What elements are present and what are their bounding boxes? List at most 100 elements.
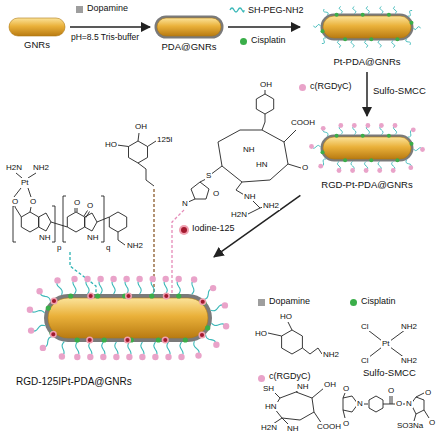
gold-nanorod bbox=[323, 137, 411, 159]
legend-text: Dopamine bbox=[268, 296, 311, 306]
atom-label: SO3Na bbox=[396, 421, 424, 430]
atom-label: Pt bbox=[20, 178, 30, 187]
atom-label: q bbox=[105, 243, 111, 252]
cisplatin-dot bbox=[387, 13, 391, 17]
atom-label: NH2 bbox=[32, 163, 50, 172]
peg-chain bbox=[393, 7, 396, 14]
atom-label: S bbox=[205, 171, 212, 180]
rgd-dot bbox=[84, 276, 90, 282]
rgd-dot bbox=[210, 285, 216, 291]
atom-label: O bbox=[387, 386, 395, 395]
gold-nanorod bbox=[157, 18, 221, 36]
iodine-dot bbox=[163, 337, 169, 343]
rgd-dot bbox=[379, 123, 384, 128]
reaction-arrow bbox=[228, 26, 300, 28]
iodine-dot bbox=[125, 337, 131, 343]
rgd-dot bbox=[152, 354, 158, 360]
atom-label: OH bbox=[134, 122, 148, 131]
nanorod-node: RGD-Pt-PDA@GNRs bbox=[302, 118, 432, 198]
legend-swatch bbox=[258, 299, 265, 306]
rgd-dot bbox=[110, 276, 116, 282]
rgd-dot bbox=[97, 276, 103, 282]
rgd-dot bbox=[222, 302, 228, 308]
iodine-dot bbox=[200, 299, 206, 305]
atom-label: O bbox=[428, 418, 436, 427]
atom-label: COOH bbox=[290, 118, 316, 127]
rgd-dot bbox=[338, 123, 343, 128]
cisplatin-dot bbox=[149, 293, 154, 298]
rgd-dot bbox=[364, 168, 369, 173]
dopamine-structure bbox=[268, 322, 322, 354]
rgd-dot bbox=[195, 352, 201, 358]
nanorod-node: RGD-125IPt-PDA@GNRs bbox=[10, 258, 250, 398]
atom-label: NH bbox=[38, 233, 52, 242]
legend-text: Dopamine bbox=[86, 3, 129, 13]
rgd-dot bbox=[87, 354, 93, 360]
cisplatin-dot bbox=[102, 337, 107, 342]
cisplatin-dot bbox=[183, 337, 188, 342]
nanorod-node: Pt-PDA@GNRs bbox=[302, 2, 432, 70]
atom-label: HO bbox=[254, 329, 268, 338]
nanorod-node: GNRs bbox=[6, 14, 68, 58]
peg-chain bbox=[339, 7, 342, 14]
peg-chain bbox=[365, 41, 368, 48]
cisplatin-dot bbox=[369, 37, 373, 41]
rgd-dot bbox=[318, 164, 323, 169]
rgd-dot bbox=[350, 168, 355, 173]
atom-label: COOH bbox=[316, 422, 342, 431]
legend-text: Iodine-125 bbox=[191, 223, 236, 233]
atom-label: O bbox=[342, 384, 350, 393]
rgd-dot bbox=[408, 165, 413, 170]
legend-text: Cisplatin bbox=[360, 296, 397, 306]
atom-label: O bbox=[73, 198, 81, 207]
rgd-dot bbox=[71, 276, 77, 282]
atom-label: O bbox=[342, 419, 350, 428]
cisplatin-dot bbox=[176, 293, 181, 298]
arrow-label: Sulfo-SMCC bbox=[372, 86, 427, 97]
peg-chain bbox=[366, 7, 369, 14]
peg-chain bbox=[353, 7, 356, 14]
atom-label: SH bbox=[262, 384, 275, 393]
cisplatin-dot bbox=[95, 293, 100, 298]
node-label: PDA@GNRs bbox=[161, 42, 216, 52]
rgd-dot bbox=[223, 323, 229, 329]
atom-label: N bbox=[181, 199, 189, 208]
cisplatin-dot bbox=[361, 134, 365, 138]
atom-label: O bbox=[395, 399, 403, 408]
node-label: RGD-125IPt-PDA@GNRs bbox=[16, 376, 132, 387]
rgd-dot bbox=[100, 354, 106, 360]
peg-chain-sample bbox=[230, 8, 244, 12]
atom-label: NH2 bbox=[262, 201, 280, 210]
peg-chain bbox=[314, 24, 321, 27]
atom-label: NH2 bbox=[126, 241, 144, 250]
reaction-arrow bbox=[70, 26, 150, 28]
rgd-dot bbox=[36, 288, 42, 294]
atom-label: HO bbox=[104, 140, 118, 149]
rgd-dot bbox=[337, 168, 342, 173]
atom-label: Cl bbox=[360, 356, 370, 365]
gold-nanorod bbox=[48, 298, 208, 338]
rgd-dot bbox=[123, 276, 129, 282]
atom-label: NH bbox=[86, 233, 100, 242]
peg-chain bbox=[408, 11, 412, 17]
peg-chain bbox=[406, 39, 411, 45]
cisplatin-dot bbox=[75, 337, 80, 342]
rgd-dot bbox=[420, 147, 425, 152]
atom-label: NH bbox=[242, 145, 256, 154]
rgd-dot bbox=[377, 168, 382, 173]
peg-chain bbox=[392, 41, 395, 48]
iodine-dot bbox=[88, 293, 94, 299]
rgd-dot bbox=[411, 127, 416, 132]
rgd-dot bbox=[27, 307, 33, 313]
peg-chain bbox=[351, 41, 354, 48]
rgd-dot bbox=[321, 126, 326, 131]
legend-swatch bbox=[240, 38, 247, 45]
atom-label: O bbox=[86, 201, 94, 210]
iodine-dot bbox=[199, 332, 205, 338]
rgd-dot bbox=[113, 354, 119, 360]
cisplatin-dot bbox=[156, 337, 161, 342]
peg-chain bbox=[380, 7, 383, 14]
iodo-dopamine-structure bbox=[117, 133, 156, 186]
atom-label: NH bbox=[243, 192, 257, 201]
